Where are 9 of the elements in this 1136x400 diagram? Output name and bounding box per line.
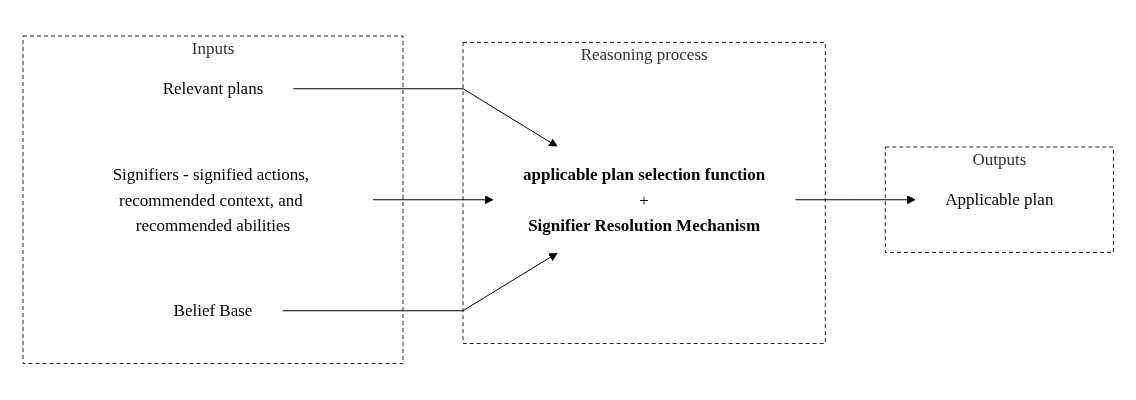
arrow (281, 252, 558, 312)
node-text: Applicable plan (945, 190, 1054, 210)
node-text: Belief Base (173, 301, 253, 321)
arrow (292, 88, 558, 148)
node-text: Relevant plans (162, 79, 264, 99)
node-text: Signifiers - signified actions, recommended context, and recommended abilities (112, 164, 309, 235)
arrow (794, 195, 916, 205)
node-text: applicable plan selection function + Signifier Resolution Mechanism (522, 164, 766, 235)
arrow (372, 195, 494, 205)
